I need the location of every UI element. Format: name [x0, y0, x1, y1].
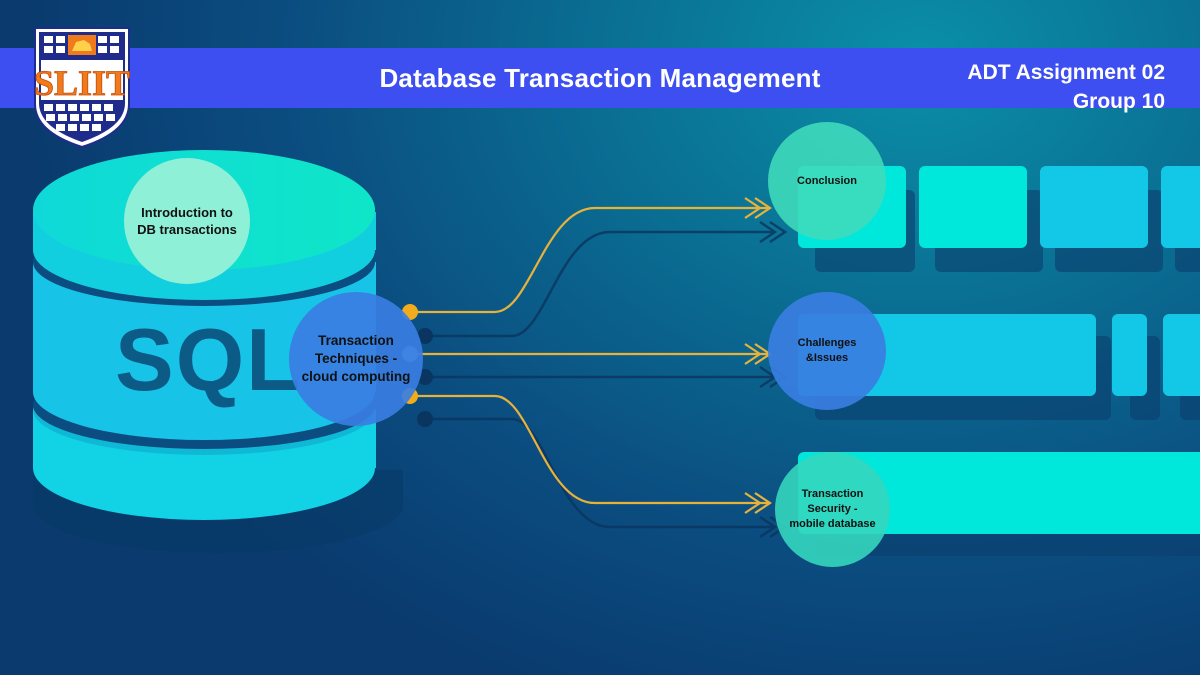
node-conclusion[interactable]: Conclusion: [768, 122, 886, 240]
node-security-line-1: Transaction: [801, 488, 864, 500]
connector-to-conclusion: [410, 206, 770, 314]
chevron-right-icon: [744, 197, 772, 219]
node-intro-line-2: DB transactions: [137, 222, 237, 237]
lion-crest-icon: [68, 35, 96, 55]
logo-text: SLIIT: [34, 63, 130, 103]
node-challenges[interactable]: Challenges &Issues: [768, 292, 886, 410]
group-label: Group 10: [1072, 90, 1165, 113]
assignment-label: ADT Assignment 02: [967, 61, 1165, 84]
connector-shadows: [425, 220, 788, 539]
node-transaction-security[interactable]: Transaction Security - mobile database: [775, 452, 890, 567]
chevron-right-icon: [744, 492, 772, 514]
node-intro-line-1: Introduction to: [141, 205, 233, 220]
node-security-line-2: Security -: [807, 503, 858, 515]
node-tech-line-2: Techniques -: [314, 351, 398, 366]
node-challenges-line-1: Challenges: [797, 337, 857, 349]
arrow-heads: [744, 197, 772, 514]
connector-lines: [410, 206, 770, 505]
sql-label: SQL: [115, 310, 302, 409]
title-banner: [0, 48, 1200, 108]
connector-to-security: [410, 394, 770, 505]
node-introduction[interactable]: Introduction to DB transactions: [124, 158, 250, 284]
page-title: Database Transaction Management: [379, 63, 821, 93]
node-conclusion-label: Conclusion: [797, 175, 857, 187]
node-tech-line-1: Transaction: [318, 333, 394, 348]
blocks-row-3: [798, 452, 1200, 534]
node-transaction-techniques[interactable]: Transaction Techniques - cloud computing: [289, 292, 423, 426]
node-challenges-line-2: &Issues: [805, 352, 849, 364]
node-security-line-3: mobile database: [789, 518, 876, 530]
node-tech-line-3: cloud computing: [301, 369, 411, 384]
assignment-info: ADT Assignment 02 Group 10: [967, 58, 1165, 116]
sliit-logo: SLIIT: [34, 27, 130, 148]
